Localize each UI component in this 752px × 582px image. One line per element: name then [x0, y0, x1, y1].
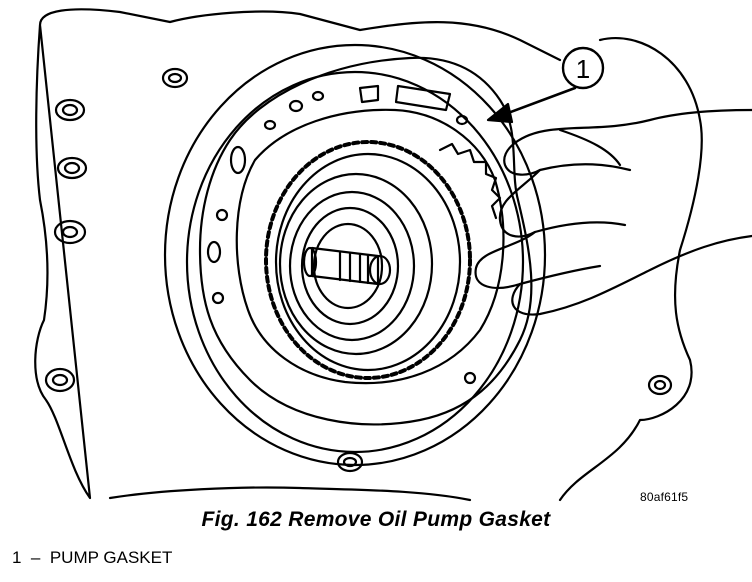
converter-hub-ring-2 — [288, 190, 416, 342]
gasket-cutouts — [206, 84, 477, 385]
figure-reference-code: 80af61f5 — [640, 490, 689, 504]
callout-legend: 1 – PUMP GASKET — [12, 548, 172, 568]
diagram-illustration: 1 — [34, 8, 752, 502]
pump-body-ring — [274, 152, 462, 372]
pump-gear-ring — [264, 140, 472, 380]
callout-1-circle — [561, 46, 605, 90]
hand — [474, 108, 752, 316]
converter-hub-ring-4 — [312, 222, 384, 310]
pump-gasket-inner-edge — [235, 108, 505, 385]
converter-hub-ring-3 — [300, 206, 400, 326]
bell-housing-inner — [185, 70, 525, 454]
figure-caption: Fig. 162 Remove Oil Pump Gasket — [201, 508, 551, 531]
hand-fingers — [518, 128, 632, 286]
pump-gasket — [198, 56, 533, 426]
callout-1-arrowhead — [486, 102, 514, 124]
legend-number: 1 — [12, 548, 22, 567]
callout-1-leader — [498, 86, 577, 118]
callout-1-number: 1 — [576, 54, 590, 84]
transmission-case-outline — [34, 8, 703, 502]
legend-label: PUMP GASKET — [49, 548, 173, 567]
legend-dash: – — [30, 548, 41, 567]
converter-hub-ring-1 — [278, 172, 434, 356]
input-shaft — [302, 246, 392, 286]
left-flange-lugs — [44, 67, 673, 473]
bell-housing-bore — [163, 43, 547, 467]
pump-gear-teeth — [438, 142, 502, 220]
